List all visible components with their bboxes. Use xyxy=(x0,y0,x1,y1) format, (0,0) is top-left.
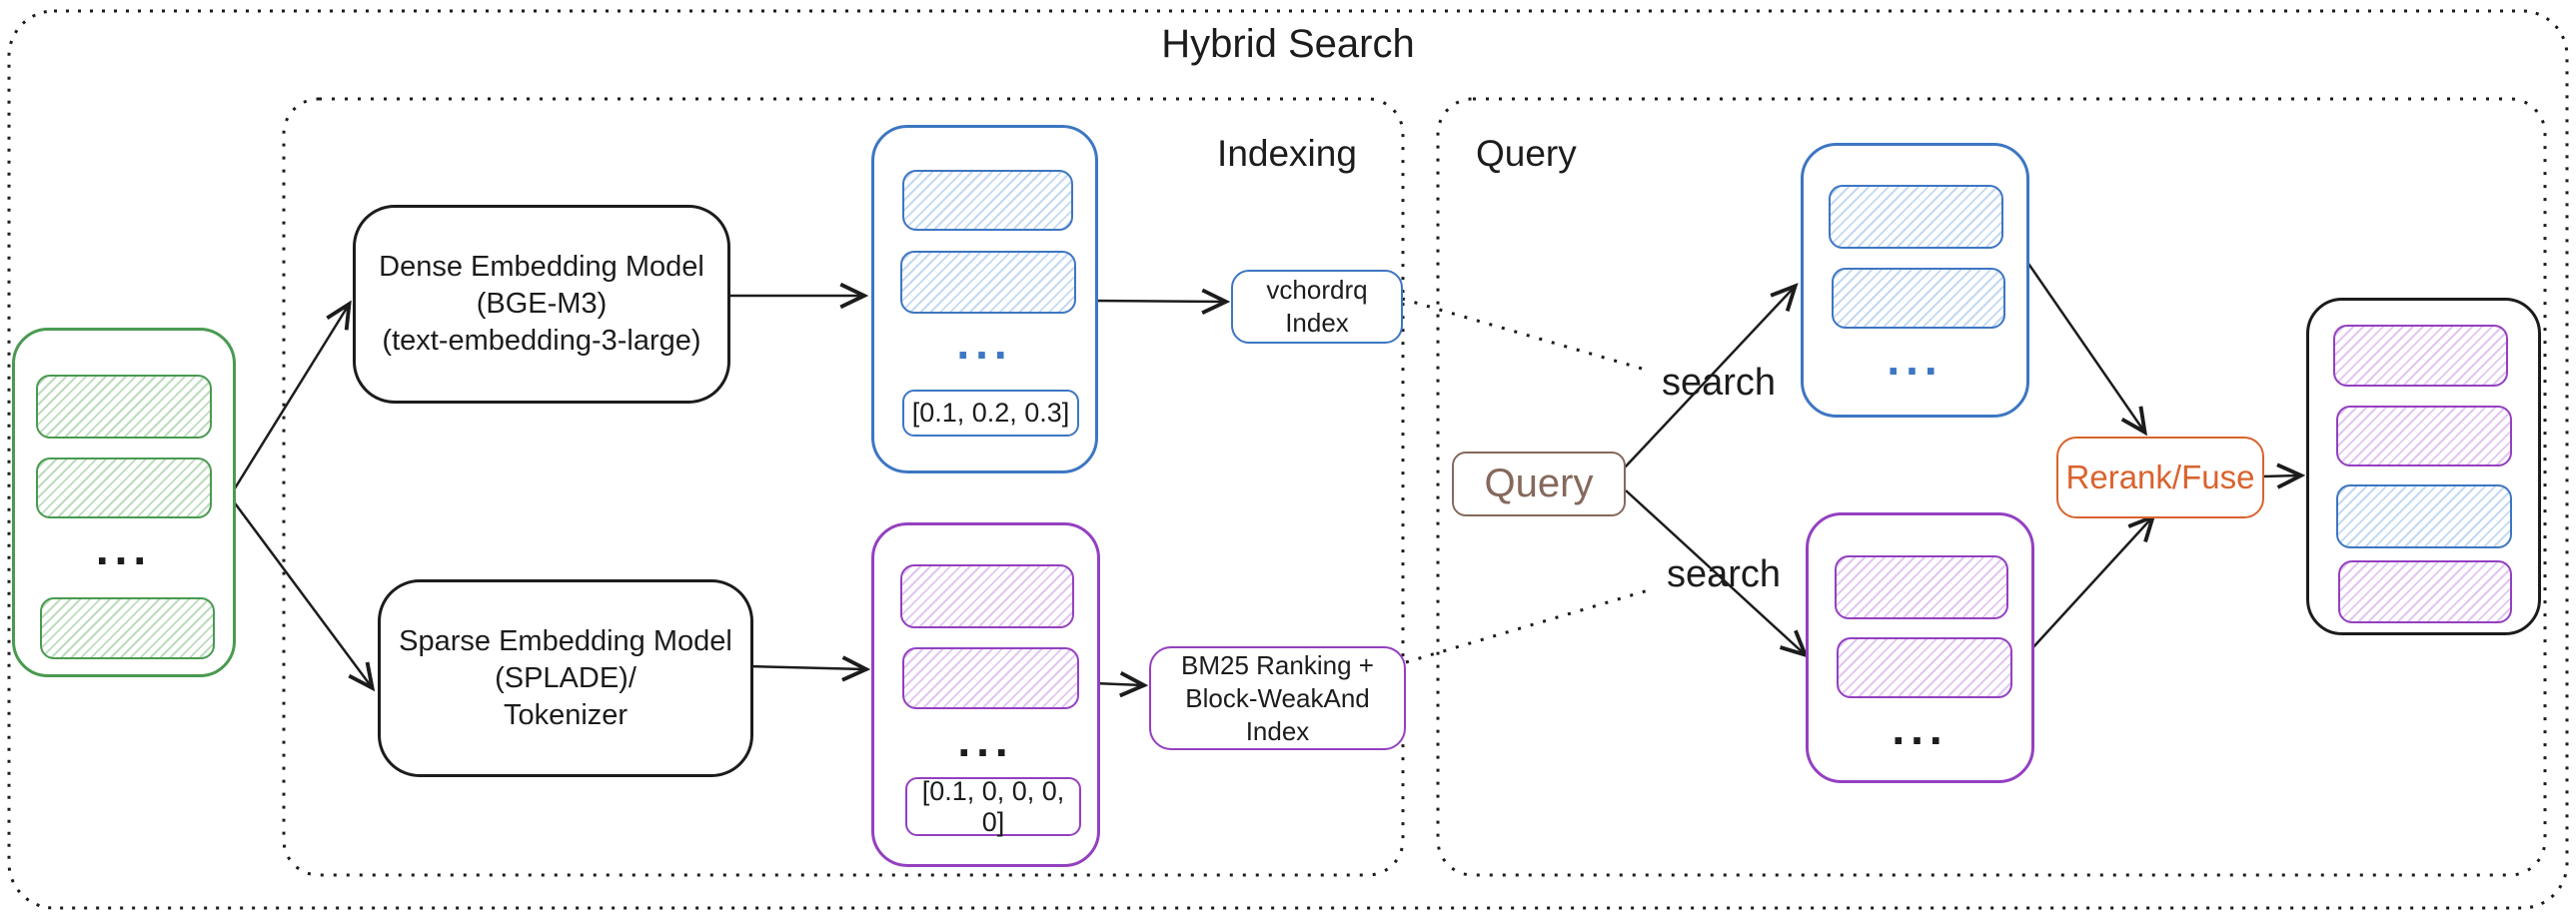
dense-model-line3: (text-embedding-3-large) xyxy=(382,325,701,357)
sparse-vector-row xyxy=(902,647,1079,709)
sparse-model-line2: (SPLADE)/ xyxy=(495,661,637,694)
search-label-sparse: search xyxy=(1666,553,1782,595)
dense-vector-row xyxy=(902,170,1073,231)
dense-result-row xyxy=(1832,268,2005,329)
dense-results-ellipsis: ... xyxy=(1887,333,1943,385)
sparse-result-row xyxy=(1835,555,2008,619)
sparse-vector-sample: [0.1, 0, 0, 0, 0] xyxy=(905,776,1081,837)
sparse-model-line1: Sparse Embedding Model xyxy=(399,624,732,657)
document-chunk xyxy=(40,597,215,659)
search-label-dense: search xyxy=(1661,362,1777,404)
documents-ellipsis: ... xyxy=(95,522,153,574)
dense-model-line1: Dense Embedding Model xyxy=(379,251,704,283)
vchordrq-index-line2: Index xyxy=(1285,308,1349,338)
rerank-fuse-box: Rerank/Fuse xyxy=(2056,437,2264,518)
diagram-title: Hybrid Search xyxy=(1161,22,1415,66)
fused-result-row-sparse xyxy=(2336,406,2512,466)
fused-result-row-sparse xyxy=(2333,325,2508,387)
query-section-label: Query xyxy=(1476,133,1577,174)
dense-vector-sample: [0.1, 0.2, 0.3] xyxy=(902,390,1079,437)
sparse-result-row xyxy=(1837,637,2012,698)
dense-embedding-model-box: Dense Embedding Model (BGE-M3) (text-emb… xyxy=(353,205,730,404)
dense-model-line2: (BGE-M3) xyxy=(476,288,608,320)
dense-vector-row xyxy=(900,251,1076,314)
sparse-embedding-model-box: Sparse Embedding Model (SPLADE)/ Tokeniz… xyxy=(378,579,753,777)
bm25-index-box: BM25 Ranking + Block-WeakAnd Index xyxy=(1149,646,1406,750)
sparse-search-results-container: ... xyxy=(1806,512,2034,783)
fused-results-container xyxy=(2306,298,2541,635)
indexing-section-label: Indexing xyxy=(1217,133,1357,174)
bm25-index-line1: BM25 Ranking + xyxy=(1181,649,1374,680)
bm25-index-line2: Block-WeakAnd Index xyxy=(1185,682,1370,746)
dense-result-row xyxy=(1829,185,2003,249)
sparse-vectors-container: ... [0.1, 0, 0, 0, 0] xyxy=(871,522,1100,867)
documents-container: ... xyxy=(12,328,236,677)
sparse-vector-row xyxy=(900,564,1074,628)
sparse-vectors-ellipsis: ... xyxy=(957,714,1014,766)
dense-vectors-ellipsis: ... xyxy=(956,317,1013,369)
dense-vectors-container: ... [0.1, 0.2, 0.3] xyxy=(871,125,1098,473)
fused-result-row-dense xyxy=(2336,484,2512,548)
fused-result-row-sparse xyxy=(2338,560,2512,623)
vchordrq-index-line1: vchordrq xyxy=(1266,275,1368,305)
query-box: Query xyxy=(1452,452,1626,516)
document-chunk xyxy=(36,458,212,518)
sparse-model-line3: Tokenizer xyxy=(503,698,629,731)
dense-search-results-container: ... xyxy=(1801,143,2029,418)
sparse-results-ellipsis: ... xyxy=(1892,702,1948,754)
document-chunk xyxy=(36,375,212,439)
vchordrq-index-box: vchordrq Index xyxy=(1231,270,1403,344)
